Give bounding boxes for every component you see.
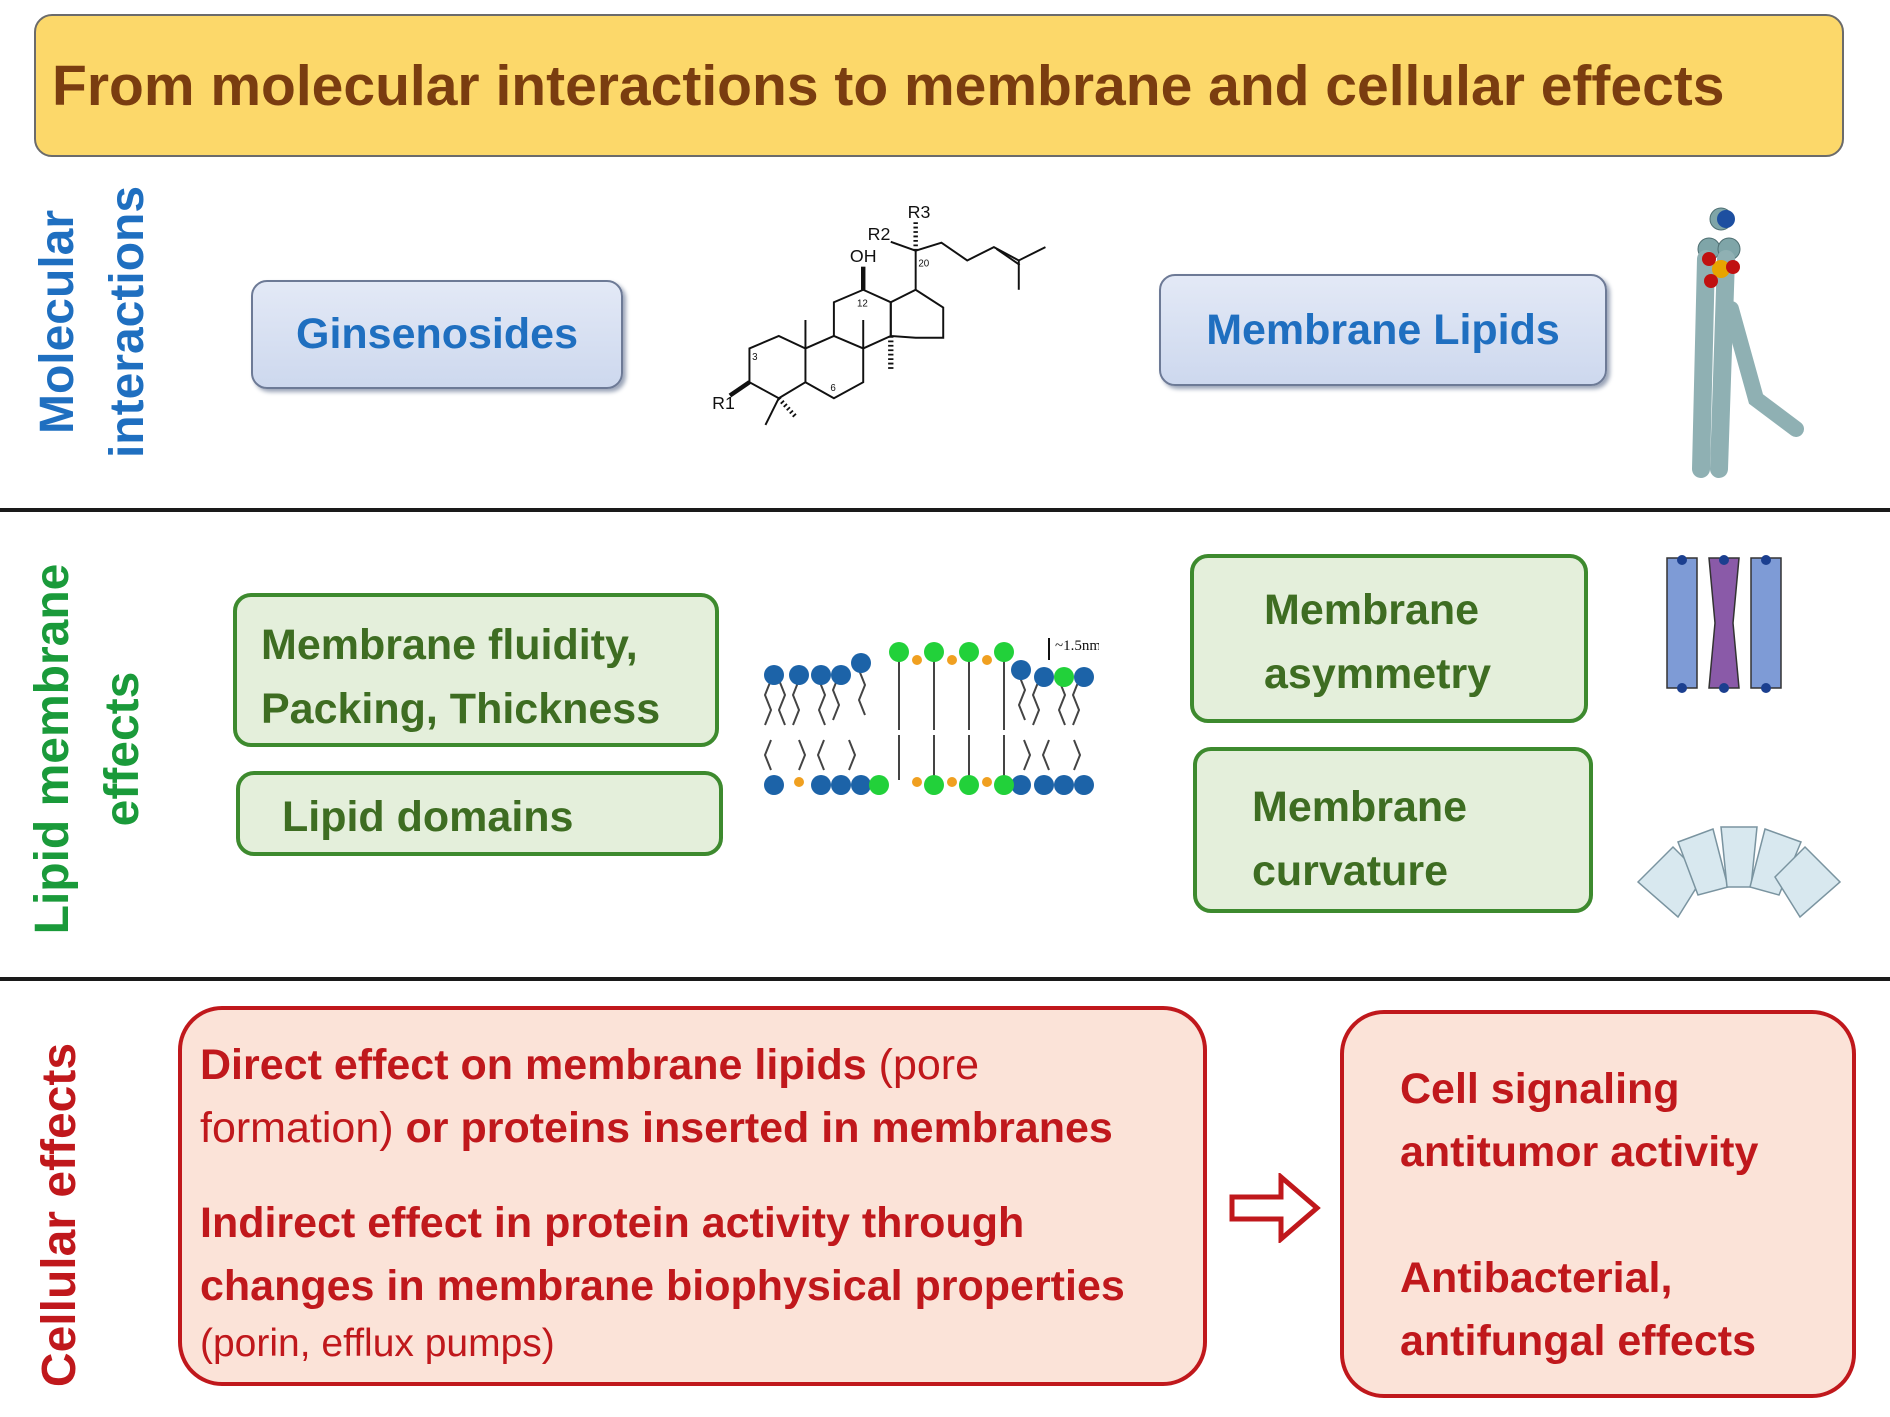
bilayer-scale-label: ~1.5nm: [1055, 638, 1099, 654]
membrane-effects-box: Direct effect on membrane lipids (pore f…: [178, 1006, 1207, 1386]
box-line: Membrane: [1264, 586, 1480, 634]
ginsenosides-box: Ginsenosides: [251, 280, 623, 389]
row-divider: [0, 977, 1890, 981]
phospholipid-model-icon: [1692, 207, 1804, 478]
text-bold: or proteins inserted in membranes: [393, 1104, 1113, 1152]
text-normal: formation): [200, 1104, 394, 1152]
text-bold: antifungal effects: [1400, 1317, 1756, 1365]
row-label-line: interactions: [101, 185, 154, 459]
lipid-domains-box: Lipid domains: [236, 771, 723, 856]
r2-label: R2: [868, 224, 891, 244]
box-line: Packing, Thickness: [261, 685, 661, 733]
text-bold: Direct effect on membrane lipids: [200, 1041, 867, 1089]
c6-label: 6: [830, 383, 835, 394]
right-arrow-icon: [1229, 1173, 1321, 1243]
curvature-box: Membrane curvature: [1193, 747, 1593, 913]
title: From molecular interactions to membrane …: [52, 53, 1725, 118]
membrane-lipids-box: Membrane Lipids: [1159, 274, 1607, 386]
text-bold: changes in membrane biophysical properti…: [200, 1262, 1125, 1310]
oh-label: OH: [850, 246, 877, 266]
box-line: Membrane: [1252, 783, 1468, 831]
row-label-lipid: Lipid membrane effects: [23, 549, 153, 949]
asymmetry-box: Membrane asymmetry: [1190, 554, 1588, 723]
box-line: Membrane fluidity,: [261, 621, 638, 669]
membrane-asymmetry-icon: [1666, 555, 1782, 693]
lipid-bilayer-icon: ~1.5nm: [763, 638, 1099, 795]
text-normal: (pore: [866, 1041, 980, 1089]
row-label-line: Lipid membrane: [26, 563, 79, 935]
cell-outcomes-box: Cell signaling antitumor activity Antiba…: [1340, 1010, 1856, 1398]
row-label-cellular: Cellular effects: [25, 1035, 95, 1395]
r3-label: R3: [908, 202, 931, 222]
row-label-line: effects: [96, 671, 149, 827]
r1-label: R1: [712, 393, 735, 413]
title-banner: From molecular interactions to membrane …: [34, 14, 1844, 157]
text-bold: Indirect effect in protein activity thro…: [200, 1199, 1025, 1247]
text-normal: (porin, efflux pumps): [200, 1322, 555, 1365]
ginsenoside-structure-icon: OH R2 R3 R1 3 6 12 20: [712, 202, 1046, 426]
row-label-line: Molecular: [31, 209, 84, 435]
fluidity-box: Membrane fluidity, Packing, Thickness: [233, 593, 719, 747]
row-label-molecular: Molecular interactions: [28, 186, 158, 458]
membrane-curvature-icon: [1636, 826, 1842, 919]
box-label: Membrane Lipids: [1206, 305, 1560, 354]
box-label: Ginsenosides: [296, 310, 578, 358]
row-label-line: Cellular effects: [33, 1042, 86, 1388]
row-divider: [0, 508, 1890, 512]
text-bold: Antibacterial,: [1400, 1254, 1673, 1302]
c12-label: 12: [857, 299, 868, 310]
c3-label: 3: [752, 352, 757, 363]
box-line: curvature: [1252, 847, 1448, 895]
c20-label: 20: [918, 259, 929, 270]
box-line: Lipid domains: [282, 793, 574, 841]
text-bold: antitumor activity: [1400, 1128, 1759, 1176]
text-bold: Cell signaling: [1400, 1065, 1680, 1113]
box-line: asymmetry: [1264, 650, 1492, 698]
